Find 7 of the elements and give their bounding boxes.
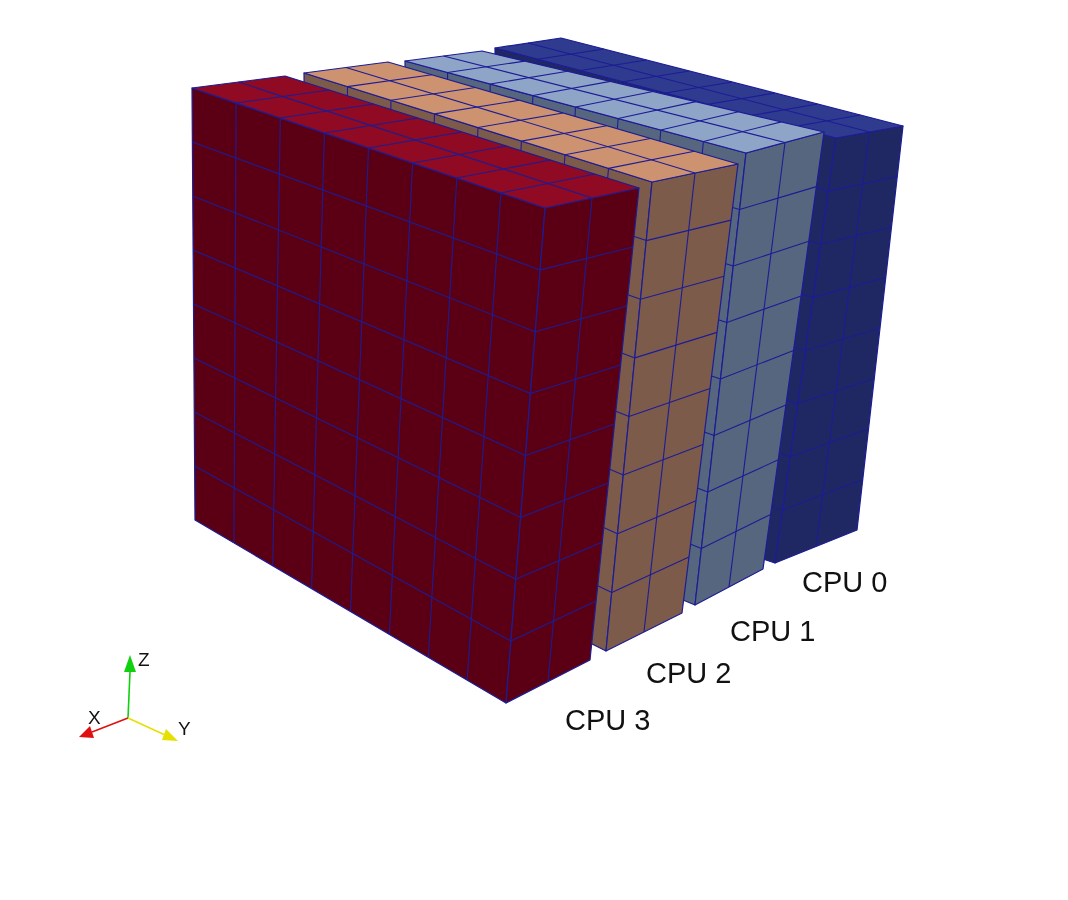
- processor-label: CPU 0: [802, 568, 888, 597]
- processor-label: CPU 3: [565, 706, 651, 735]
- axis-label: X: [88, 708, 101, 727]
- processor-label: CPU 1: [730, 617, 816, 646]
- axis-label: Z: [138, 650, 150, 669]
- processor-label: CPU 2: [646, 659, 732, 688]
- axis-label: Y: [178, 719, 191, 738]
